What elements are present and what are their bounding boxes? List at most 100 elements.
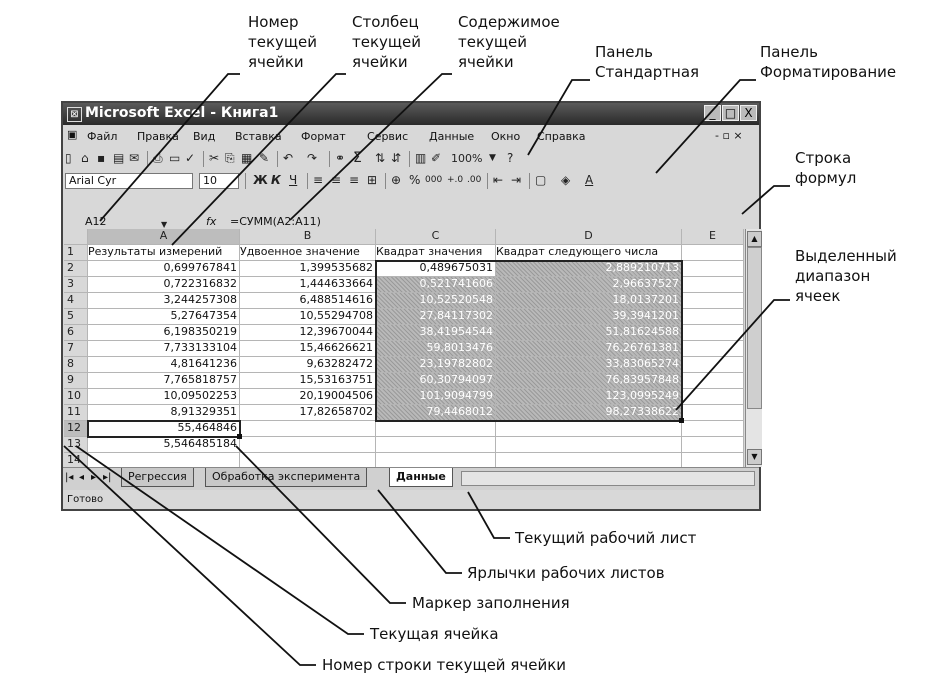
cell-c7[interactable]: 59,8013476 [376, 341, 496, 357]
first-sheet-icon[interactable]: |◂ [65, 472, 74, 483]
cell-c5[interactable]: 27,84117302 [376, 309, 496, 325]
cell-d11[interactable]: 98,27338622 [496, 405, 682, 421]
cell-e14[interactable] [682, 453, 744, 467]
paste-icon[interactable]: ▦ [241, 151, 253, 165]
cell-c14[interactable] [376, 453, 496, 467]
cell-d7[interactable]: 76,26761381 [496, 341, 682, 357]
next-sheet-icon[interactable]: ▸ [91, 472, 97, 483]
menu-tools[interactable]: Сервис [367, 130, 409, 143]
cell-a14[interactable] [88, 453, 240, 467]
formula-input[interactable]: =СУММ(A2:A11) [230, 215, 321, 228]
cell-a8[interactable]: 4,81641236 [88, 357, 240, 373]
close-button[interactable]: X [740, 105, 757, 121]
cell-c4[interactable]: 10,52520548 [376, 293, 496, 309]
cell-b7[interactable]: 15,46626621 [240, 341, 376, 357]
cell-c13[interactable] [376, 437, 496, 453]
menu-insert[interactable]: Вставка [235, 130, 282, 143]
preview-icon[interactable]: ▭ [169, 151, 181, 165]
cell-e10[interactable] [682, 389, 744, 405]
increase-decimal-icon[interactable]: +.0 [447, 175, 464, 185]
currency-icon[interactable]: ⊕ [391, 173, 402, 187]
cell-a1[interactable]: Результаты измерений [88, 245, 240, 261]
cell-c3[interactable]: 0,521741606 [376, 277, 496, 293]
cell-b2[interactable]: 1,399535682 [240, 261, 376, 277]
fill-color-icon[interactable]: ◈ [561, 173, 571, 187]
row-header-4[interactable]: 4 [64, 293, 88, 309]
cell-a6[interactable]: 6,198350219 [88, 325, 240, 341]
menu-help[interactable]: Справка [537, 130, 586, 143]
cell-d14[interactable] [496, 453, 682, 467]
prev-sheet-icon[interactable]: ◂ [79, 472, 85, 483]
row-header-12[interactable]: 12 [64, 421, 88, 437]
zoom-dropdown-icon[interactable]: ▼ [489, 153, 496, 163]
cell-a12[interactable]: 55,464846 [88, 421, 240, 437]
cell-d12[interactable] [496, 421, 682, 437]
cell-a7[interactable]: 7,733133104 [88, 341, 240, 357]
italic-button[interactable]: К [271, 173, 281, 187]
align-left-icon[interactable]: ≡ [313, 173, 324, 187]
row-header-13[interactable]: 13 [64, 437, 88, 453]
cell-b5[interactable]: 10,55294708 [240, 309, 376, 325]
cell-c1[interactable]: Квадрат значения [376, 245, 496, 261]
maximize-button[interactable]: □ [722, 105, 739, 121]
chart-icon[interactable]: ▥ [415, 151, 427, 165]
cell-e9[interactable] [682, 373, 744, 389]
cell-a10[interactable]: 10,09502253 [88, 389, 240, 405]
cell-a11[interactable]: 8,91329351 [88, 405, 240, 421]
cell-b13[interactable] [240, 437, 376, 453]
column-header-d[interactable]: D [496, 229, 682, 245]
open-icon[interactable]: ⌂ [81, 151, 89, 165]
doc-icon[interactable]: ▣ [67, 128, 78, 141]
thousands-button[interactable]: 000 [425, 175, 443, 185]
cell-e6[interactable] [682, 325, 744, 341]
save-icon[interactable]: ▪ [97, 151, 106, 165]
cell-c11[interactable]: 79,4468012 [376, 405, 496, 421]
menu-edit[interactable]: Правка [137, 130, 179, 143]
cell-c10[interactable]: 101,9094799 [376, 389, 496, 405]
cell-e8[interactable] [682, 357, 744, 373]
cell-b3[interactable]: 1,444633664 [240, 277, 376, 293]
print-icon[interactable]: ⎙ [153, 151, 163, 165]
font-name-combo[interactable]: Arial Cyr [65, 173, 193, 189]
row-header-1[interactable]: 1 [64, 245, 88, 261]
cell-b12[interactable] [240, 421, 376, 437]
cell-d1[interactable]: Квадрат следующего числа [496, 245, 682, 261]
cell-e11[interactable] [682, 405, 744, 421]
cell-d2[interactable]: 2,889210713 [496, 261, 682, 277]
sort-asc-icon[interactable]: ⇅ [375, 151, 386, 165]
row-header-5[interactable]: 5 [64, 309, 88, 325]
document-controls[interactable]: - ▫ × [715, 129, 743, 142]
permission-icon[interactable]: ▤ [113, 151, 125, 165]
undo-icon[interactable]: ↶ [283, 151, 294, 165]
row-header-9[interactable]: 9 [64, 373, 88, 389]
help-icon[interactable]: ? [507, 151, 514, 165]
cell-b8[interactable]: 9,63282472 [240, 357, 376, 373]
align-right-icon[interactable]: ≡ [349, 173, 360, 187]
borders-icon[interactable]: ▢ [535, 173, 547, 187]
cell-b11[interactable]: 17,82658702 [240, 405, 376, 421]
row-header-11[interactable]: 11 [64, 405, 88, 421]
increase-indent-icon[interactable]: ⇥ [511, 173, 522, 187]
bold-button[interactable]: Ж [253, 173, 268, 187]
autosum-icon[interactable]: Σ [353, 150, 362, 166]
cell-e1[interactable] [682, 245, 744, 261]
font-size-combo[interactable]: 10 [199, 173, 239, 189]
decrease-decimal-icon[interactable]: .00 [467, 175, 482, 185]
percent-button[interactable]: % [409, 173, 421, 187]
menu-file[interactable]: Файл [87, 130, 118, 143]
menu-window[interactable]: Окно [491, 130, 521, 143]
cell-d9[interactable]: 76,83957848 [496, 373, 682, 389]
scroll-down-icon[interactable]: ▼ [747, 449, 762, 465]
cell-d5[interactable]: 39,3941201 [496, 309, 682, 325]
cell-e2[interactable] [682, 261, 744, 277]
cell-e12[interactable] [682, 421, 744, 437]
cell-d4[interactable]: 18,0137201 [496, 293, 682, 309]
vertical-scrollbar[interactable]: ▲ ▼ [745, 229, 762, 467]
cell-a4[interactable]: 3,244257308 [88, 293, 240, 309]
tab-experiment[interactable]: Обработка эксперимента [205, 468, 368, 487]
column-header-b[interactable]: B [240, 229, 376, 245]
cell-a3[interactable]: 0,722316832 [88, 277, 240, 293]
name-box-dropdown-icon[interactable]: ▼ [161, 220, 168, 229]
row-header-10[interactable]: 10 [64, 389, 88, 405]
cell-b1[interactable]: Удвоенное значение [240, 245, 376, 261]
